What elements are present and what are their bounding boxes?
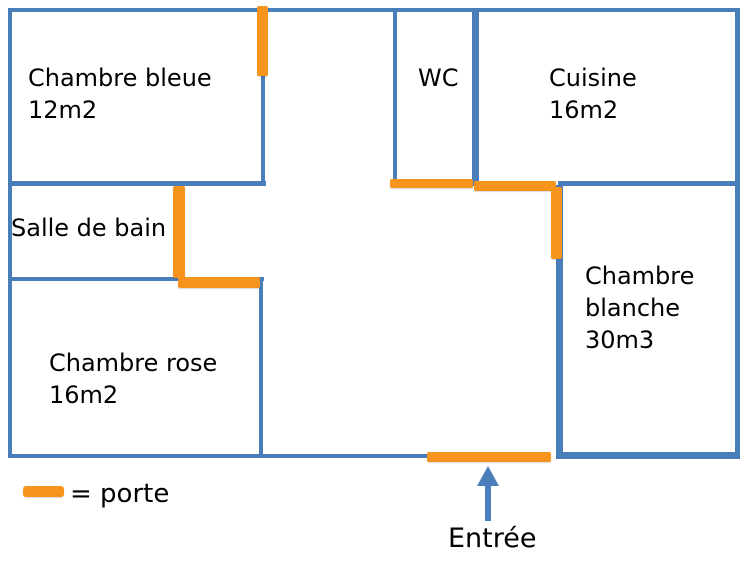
door-chambre-rose-icon [178, 277, 260, 288]
wall-chambre-blanche-left [556, 185, 563, 458]
entrance-arrow-up-icon [477, 466, 499, 486]
wall-wc-right [472, 8, 479, 186]
room-label-chambre-rose: Chambre rose 16m2 [49, 349, 218, 409]
legend-door-swatch-icon [23, 486, 64, 497]
door-salle-de-bain-icon [173, 186, 185, 278]
entrance-label: Entrée [448, 523, 537, 554]
wall-wc-left [393, 8, 397, 181]
door-cuisine-icon [474, 181, 556, 191]
room-label-cuisine: Cuisine 16m2 [549, 64, 637, 124]
wall-salle-de-bain-bottom [8, 277, 264, 281]
wall-outer-right [735, 8, 740, 458]
wall-cuisine-bottom [558, 181, 740, 186]
wall-outer-left [8, 8, 12, 458]
room-label-salle-de-bain: Salle de bain [11, 214, 167, 242]
wall-chambre-blanche-bottom [556, 452, 740, 459]
door-wc-icon [390, 179, 473, 188]
room-label-chambre-blanche: Chambre blanche 30m3 [585, 262, 695, 354]
wall-outer-top [8, 8, 740, 12]
room-label-wc: WC [418, 64, 459, 92]
door-entrance-icon [427, 452, 551, 462]
wall-chambre-bleue-bottom [8, 181, 266, 186]
wall-chambre-rose-right [259, 281, 263, 458]
room-label-chambre-bleue: Chambre bleue 12m2 [28, 64, 212, 124]
door-chambre-blanche-icon [551, 187, 562, 259]
wall-outer-bottom-left [8, 454, 428, 458]
entrance-arrow-stem [485, 484, 491, 521]
wall-chambre-bleue-right [261, 72, 265, 186]
door-chambre-bleue-icon [257, 6, 268, 76]
legend-label: = porte [70, 479, 170, 509]
